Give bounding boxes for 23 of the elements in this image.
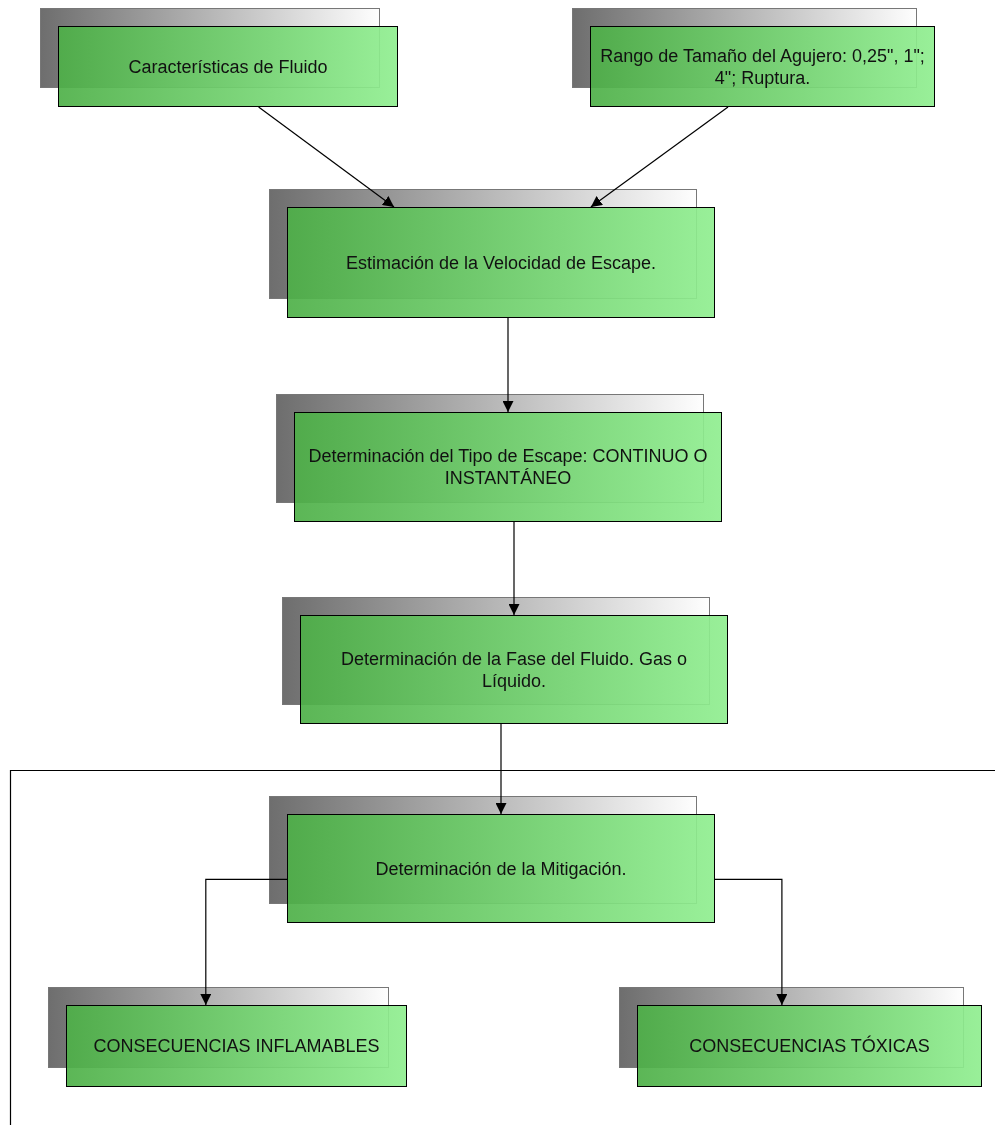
box-text: Determinación de la Fase del Fluido. Gas o Líquido. [339, 647, 689, 692]
process-box [287, 207, 715, 318]
box-text: Determinación de la Mitigación. [375, 857, 627, 880]
box-text: Determinación del Tipo de Escape: CONTINUO O INSTANTÁNEO [307, 445, 709, 489]
arrow [200, 878, 288, 1006]
arrow [714, 878, 788, 1006]
box-text: CONSECUENCIAS TÓXICAS [689, 1035, 930, 1057]
arrow [258, 106, 395, 208]
arrow [590, 106, 729, 208]
process-box [590, 26, 935, 107]
process-box [66, 1005, 407, 1087]
process-box [58, 26, 398, 107]
box-text: CONSECUENCIAS INFLAMABLES [93, 1035, 380, 1057]
arrow [495, 723, 507, 815]
box-text: Estimación de la Velocidad de Escape. [345, 251, 657, 274]
box-text: Rango de Tamaño del Agujero: 0,25", 1"; 4"; Ruptura. [599, 44, 926, 89]
process-box [300, 615, 728, 724]
process-box [287, 814, 715, 923]
process-box [637, 1005, 982, 1087]
box-text: Características de Fluido [128, 55, 328, 78]
arrow [508, 521, 520, 616]
arrow [502, 317, 514, 413]
process-box [294, 412, 722, 522]
